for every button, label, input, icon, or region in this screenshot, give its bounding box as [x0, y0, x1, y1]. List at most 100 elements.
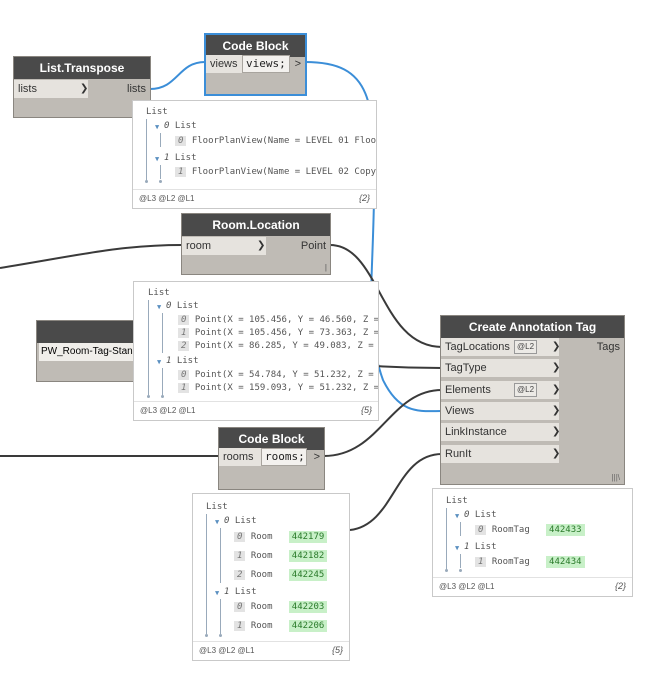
list-label: List — [146, 107, 168, 117]
tree-dot — [159, 180, 162, 183]
preview-footer: @L3 @L2 @L1 {5} — [193, 641, 349, 660]
tag-style-node[interactable]: PW_Room-Tag-Stand — [36, 320, 147, 382]
wire-transpose-to-views[interactable] — [149, 61, 206, 90]
code-block-views-node[interactable]: Code Block views views; > — [204, 33, 307, 96]
lacing-glyph-icon[interactable]: |||\ — [611, 473, 620, 482]
code-text-views[interactable]: views; — [242, 55, 290, 73]
tree-dot — [205, 634, 208, 637]
tree-line — [146, 119, 147, 181]
tree-line — [446, 508, 447, 570]
list-transpose-node[interactable]: List.Transpose lists ❯ lists — [13, 56, 151, 118]
room-location-node[interactable]: Room.Location room ❯ Point | — [181, 213, 331, 275]
point-preview-bubble[interactable]: List ▼ 0 List 0 Point(X = 105.456, Y = 4… — [133, 281, 379, 421]
input-port-runit[interactable]: RunIt — [441, 445, 559, 463]
expand-icon: ▼ — [155, 155, 160, 163]
lacing-label: @L3 @L2 @L1 — [140, 406, 196, 415]
node-title: Room.Location — [182, 214, 330, 236]
lacing-badge-taglocations[interactable]: @L2 — [514, 340, 538, 354]
list-item: 0 FloorPlanView(Name = LEVEL 01 Floo — [175, 136, 376, 146]
wire-point-to-taglocations[interactable] — [329, 244, 443, 348]
input-port-taglocations[interactable]: TagLocations — [441, 338, 559, 356]
input-port-elements[interactable]: Elements — [441, 381, 559, 399]
input-port-room[interactable]: room — [182, 237, 266, 255]
tree-line — [460, 554, 461, 568]
tree-dot — [445, 569, 448, 572]
wire-left-to-room[interactable] — [0, 244, 183, 269]
create-annotation-tag-node[interactable]: Create Annotation Tag TagLocations @L2 ❯… — [440, 315, 625, 485]
chevron-right-icon: ❯ — [257, 240, 266, 251]
node-title: List.Transpose — [14, 57, 150, 79]
lacing-badge-elements[interactable]: @L2 — [514, 383, 538, 397]
tree-line — [220, 528, 221, 583]
input-port-linkinstance[interactable]: LinkInstance — [441, 423, 559, 441]
output-port-point[interactable]: Point — [300, 240, 326, 252]
list-item: 1 RoomTag 442434 — [475, 556, 585, 568]
tree-dot — [161, 395, 164, 398]
tags-preview-bubble[interactable]: List ▼ 0 List 0 RoomTag 442433 ▼ 1 List … — [432, 488, 633, 597]
chevron-right-icon: ❯ — [552, 341, 561, 352]
list-item: 2 Room 442245 — [234, 569, 328, 581]
list-label: List — [206, 502, 228, 512]
tree-line — [160, 165, 161, 179]
tree-line — [460, 522, 461, 536]
list-label: List — [148, 288, 170, 298]
list-item: 1 Point(X = 159.093, Y = 51.232, Z = — [178, 383, 378, 393]
expand-icon: ▼ — [157, 358, 162, 366]
list-item: 0 Point(X = 105.456, Y = 46.560, Z = — [178, 315, 378, 325]
node-title: Code Block — [206, 35, 305, 57]
list-label: 0 List — [166, 301, 199, 311]
expand-icon: ▼ — [215, 518, 220, 526]
list-item: 0 Room 442179 — [234, 531, 328, 543]
list-label: 0 List — [224, 516, 257, 526]
list-item: 1 Room 442182 — [234, 550, 328, 562]
list-label: 0 List — [464, 510, 497, 520]
list-item: 0 Point(X = 54.784, Y = 51.232, Z = — [178, 370, 374, 380]
chevron-right-icon: ❯ — [552, 384, 561, 395]
preview-footer: @L3 @L2 @L1 {5} — [134, 401, 378, 420]
node-title: Code Block — [219, 428, 324, 450]
input-port-lists[interactable]: lists — [14, 80, 88, 98]
expand-icon: ▼ — [455, 512, 460, 520]
list-label: 1 List — [166, 356, 199, 366]
list-label: 1 List — [164, 153, 197, 163]
list-item: 0 RoomTag 442433 — [475, 524, 585, 536]
expand-icon: ▼ — [157, 303, 162, 311]
input-port-tagtype[interactable]: TagType — [441, 359, 559, 377]
output-port[interactable]: > — [294, 58, 301, 70]
list-item: 1 Point(X = 105.456, Y = 73.363, Z = — [178, 328, 378, 338]
output-port-lists[interactable]: lists — [127, 83, 146, 95]
wire-rooms-to-elements[interactable] — [323, 389, 443, 457]
code-block-rooms-node[interactable]: Code Block rooms rooms; > — [218, 427, 325, 490]
item-count: {5} — [331, 645, 343, 655]
list-item: 0 Room 442203 — [234, 601, 328, 613]
list-label: 1 List — [464, 542, 497, 552]
node-title: Create Annotation Tag — [441, 316, 624, 338]
chevron-right-icon: ❯ — [552, 426, 561, 437]
output-port-tags[interactable]: Tags — [596, 341, 620, 353]
tree-dot — [459, 569, 462, 572]
tree-dot — [147, 395, 150, 398]
chevron-right-icon: ❯ — [552, 362, 561, 373]
item-count: {2} — [614, 581, 626, 591]
expand-icon: ▼ — [455, 544, 460, 552]
input-port-rooms[interactable]: rooms — [219, 448, 261, 466]
list-item: 2 Point(X = 86.285, Y = 49.083, Z = — [178, 341, 374, 351]
output-port[interactable]: > — [313, 451, 320, 463]
tree-line — [160, 133, 161, 147]
item-count: {2} — [358, 193, 370, 203]
code-text-rooms[interactable]: rooms; — [261, 448, 307, 466]
resize-grip-icon[interactable]: | — [324, 263, 327, 272]
tree-line — [148, 300, 149, 395]
input-port-views[interactable]: Views — [441, 402, 559, 420]
tree-line — [220, 599, 221, 634]
views-preview-bubble[interactable]: List ▼ 0 List 0 FloorPlanView(Name = LEV… — [132, 100, 377, 209]
lacing-label: @L3 @L2 @L1 — [139, 194, 195, 203]
chevron-right-icon: ❯ — [552, 448, 561, 459]
rooms-preview-bubble[interactable]: List ▼ 0 List 0 Room 442179 1 Room 44218… — [192, 493, 350, 661]
preview-footer: @L3 @L2 @L1 {2} — [433, 577, 632, 596]
wire-to-runit[interactable] — [349, 453, 443, 531]
item-count: {5} — [360, 405, 372, 415]
tree-dot — [145, 180, 148, 183]
tag-style-value[interactable]: PW_Room-Tag-Stand — [39, 343, 147, 361]
input-port-views[interactable]: views — [206, 55, 242, 73]
